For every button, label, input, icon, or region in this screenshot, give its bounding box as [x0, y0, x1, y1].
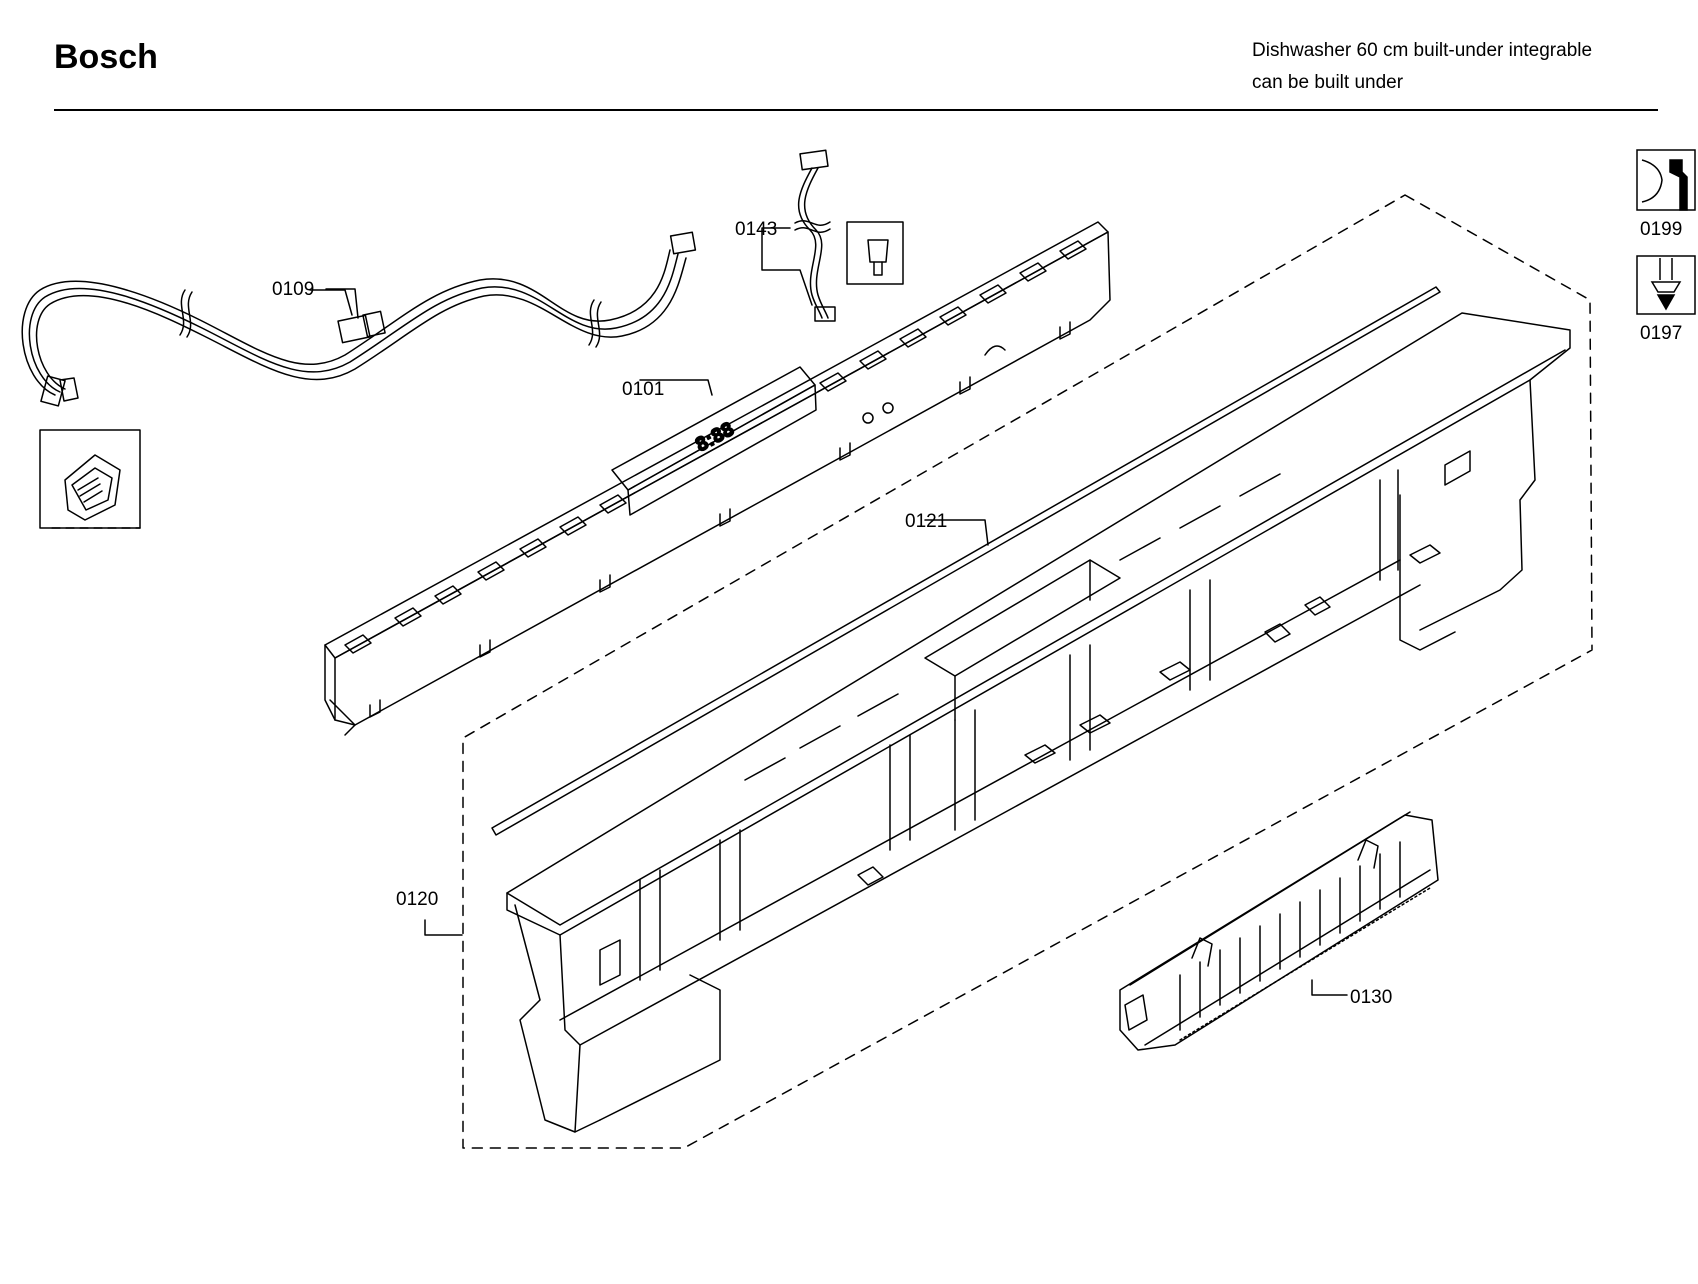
control-panel-fascia-0120: [506, 312, 1571, 1133]
cover-0130: [1119, 811, 1439, 1051]
leader-line-0109: [325, 288, 359, 319]
leader-line-0120: [424, 919, 463, 936]
wrench-icon: [1636, 149, 1696, 211]
control-module-0101: [324, 221, 1111, 736]
tool-label-0199: 0199: [1640, 219, 1682, 240]
sensor-cable-0143: [761, 149, 904, 322]
display-readout: 8:88: [692, 418, 738, 456]
part-label-0121: 0121: [905, 511, 947, 532]
seal-strip-0121: [491, 286, 1441, 836]
screwdriver-icon: [1636, 255, 1696, 315]
part-label-0109: 0109: [272, 279, 314, 300]
part-label-0101: 0101: [622, 379, 664, 400]
part-label-0143: 0143: [735, 219, 777, 240]
model-description-line-2: can be built under: [1252, 72, 1404, 93]
header-divider: [54, 109, 1658, 111]
wiring-harness-0109: [21, 231, 697, 407]
tool-label-0197: 0197: [1640, 323, 1682, 344]
brand-title: Bosch: [54, 38, 158, 76]
part-label-0130: 0130: [1350, 987, 1392, 1008]
inset-detail-box: [39, 429, 141, 529]
part-label-0120: 0120: [396, 889, 438, 910]
model-description-line-1: Dishwasher 60 cm built-under integrable: [1252, 40, 1593, 61]
assembly-group-boundary: [462, 194, 1593, 1149]
